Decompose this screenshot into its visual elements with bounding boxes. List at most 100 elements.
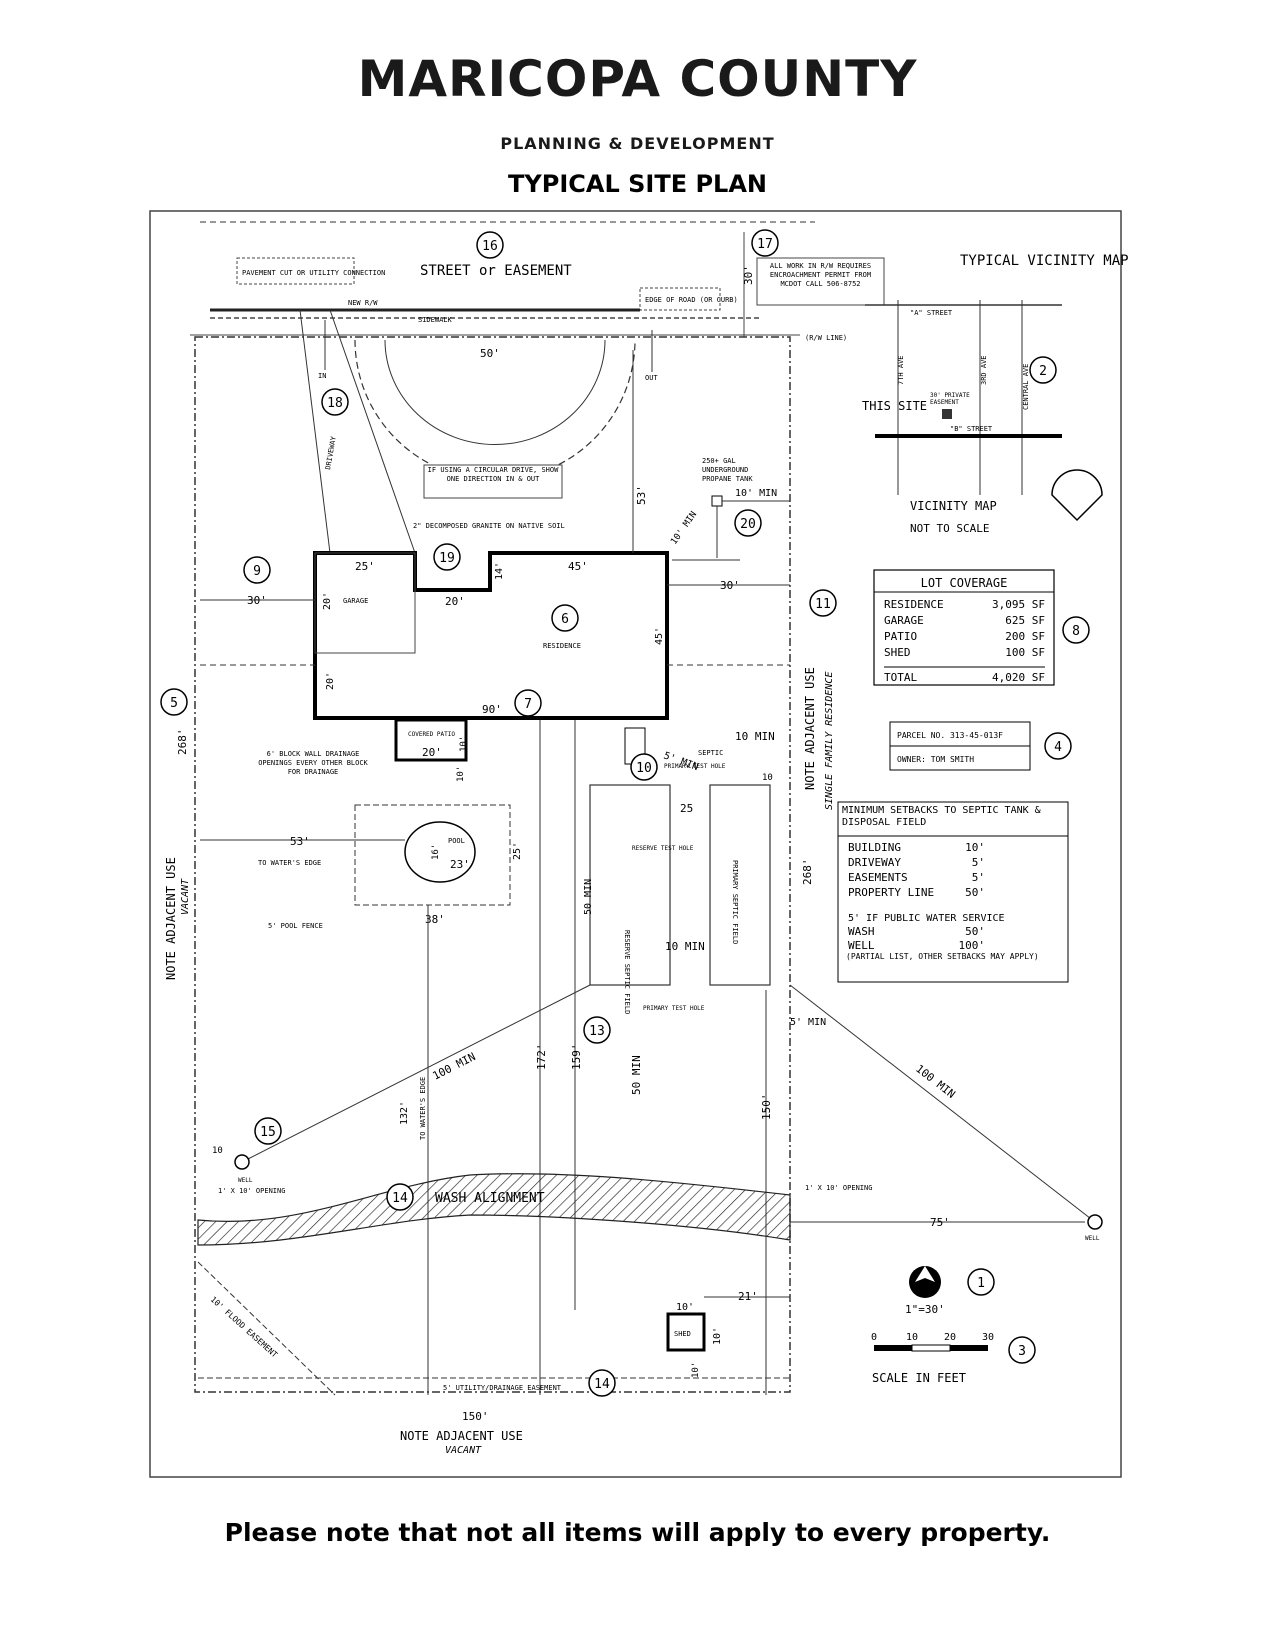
dim-20-garage: 20' xyxy=(322,592,333,610)
scale-segment-3 xyxy=(950,1345,988,1351)
dim-20-left: 20' xyxy=(325,672,336,690)
adjacent-use-left-value: VACANT xyxy=(180,878,191,915)
residence-footprint xyxy=(313,551,669,720)
dim-10-shed-top: 10' xyxy=(676,1302,694,1313)
dim-10min-tank-side: 10' MIN xyxy=(669,510,699,547)
callout-16 xyxy=(476,231,504,259)
dim-30-left: 30' xyxy=(247,594,267,607)
dim-50min-b: 50 MIN xyxy=(630,1055,643,1095)
dim-159: 159' xyxy=(570,1044,583,1071)
scale-tick-label: 20 xyxy=(944,1332,956,1343)
dim-45: 45' xyxy=(568,560,588,573)
propane-tank-text: 250+ GAL UNDERGROUND PROPANE TANK xyxy=(702,457,753,483)
dim-30-right: 30' xyxy=(720,579,740,592)
setback-row-label: WASH xyxy=(848,925,875,938)
dim-5min-b: 5' MIN xyxy=(790,1017,826,1028)
wash-alignment-label: WASH ALIGNMENT xyxy=(435,1191,545,1206)
edge-of-road-text: EDGE OF ROAD (OR CURB) xyxy=(645,296,738,304)
dim-38: 38' xyxy=(425,913,445,926)
to-waters-edge-vertical: TO WATER'S EDGE xyxy=(419,1077,427,1140)
logo-subtitle: PLANNING & DEVELOPMENT xyxy=(500,134,775,153)
north-arrow-symbol xyxy=(909,1266,941,1298)
callout-18-label: 18 xyxy=(327,396,343,411)
dim-25-septic: 25 xyxy=(680,802,693,815)
dim-20-patio: 20' xyxy=(422,746,442,759)
dim-25-pool: 25' xyxy=(512,842,523,860)
callout-8-label: 8 xyxy=(1072,624,1080,639)
vicinity-map-not-to-scale: NOT TO SCALE xyxy=(910,522,989,535)
setbacks-public-water: 5' IF PUBLIC WATER SERVICE xyxy=(848,913,1005,924)
setback-row-label: WELL xyxy=(848,939,875,952)
setback-row-label: DRIVEWAY xyxy=(848,856,901,869)
dim-150-bottom: 150' xyxy=(462,1410,489,1423)
row-permit-note xyxy=(756,257,885,306)
dim-10-patio: 10' xyxy=(459,736,469,752)
dim-100min-left: 100 MIN xyxy=(430,1050,477,1083)
adjacent-use-right-value: SINGLE FAMILY RESIDENCE xyxy=(824,672,835,810)
callout-9-label: 9 xyxy=(253,564,261,579)
footer-note: Please note that not all items will appl… xyxy=(224,1518,1051,1547)
adjacent-use-right: NOTE ADJACENT USE xyxy=(803,667,817,790)
lot-coverage-row-value: 3,095 SF xyxy=(992,598,1045,611)
driveway-label: DRIVEWAY xyxy=(324,435,338,470)
scale-tick-label: 10 xyxy=(906,1332,918,1343)
ave-3rd-label: 3RD AVE xyxy=(980,355,988,385)
dim-20-notch: 20' xyxy=(445,595,465,608)
pavement-cut-text: PAVEMENT CUT OR UTILITY CONNECTION xyxy=(242,269,385,277)
dim-50: 50' xyxy=(480,347,500,360)
in-label: IN xyxy=(318,372,326,380)
callout-11-label: 11 xyxy=(815,597,831,612)
opening-left-label: 1' X 10' OPENING xyxy=(218,1187,285,1195)
decomposed-granite-text: 2" DECOMPOSED GRANITE ON NATIVE SOIL xyxy=(413,522,565,530)
lot-coverage-row-label: SHED xyxy=(884,646,911,659)
wash-alignment xyxy=(197,1173,791,1246)
lot-coverage-row-value: 200 SF xyxy=(1005,630,1045,643)
circular-drive-outer xyxy=(354,339,636,481)
street-label: STREET or EASEMENT xyxy=(420,263,572,279)
vicinity-map-subtitle: VICINITY MAP xyxy=(910,499,997,513)
callout-3-label: 3 xyxy=(1018,1344,1026,1359)
callout-19-label: 19 xyxy=(439,551,455,566)
this-site-label: THIS SITE xyxy=(862,399,927,413)
setback-row-value: 50' xyxy=(965,925,985,938)
setback-row-label: BUILDING xyxy=(848,841,901,854)
well-right xyxy=(1087,1214,1103,1230)
callout-16-label: 16 xyxy=(482,239,498,254)
sidewalk-text: SIDEWALK xyxy=(418,316,453,324)
setbacks-note: (PARTIAL LIST, OTHER SETBACKS MAY APPLY) xyxy=(846,952,1039,961)
setback-row-value: 10' xyxy=(965,841,985,854)
flood-easement-label: 10' FLOOD EASEMENT xyxy=(209,1295,280,1360)
primary-test-hole-bottom: PRIMARY TEST HOLE xyxy=(643,1005,705,1012)
row-permit-text: ALL WORK IN R/W REQUIRES ENCROACHMENT PE… xyxy=(769,262,872,288)
ave-7th-label: 7TH AVE xyxy=(897,355,905,385)
callout-17-label: 17 xyxy=(757,237,773,252)
street-b-label: "B" STREET xyxy=(950,425,993,433)
adjacent-use-bottom-value: VACANT xyxy=(445,1445,482,1456)
dim-10min-fields: 10 MIN xyxy=(665,940,705,953)
vicinity-map-title: TYPICAL VICINITY MAP xyxy=(960,253,1129,269)
callout-6-label: 6 xyxy=(561,612,569,627)
dim-10-shed-bottom: 10' xyxy=(691,1362,701,1378)
callout-15 xyxy=(386,1183,414,1211)
block-wall-note: 6' BLOCK WALL DRAINAGE OPENINGS EVERY OT… xyxy=(258,750,368,776)
pool-fence-label: 5' POOL FENCE xyxy=(268,922,323,930)
scale-tick-label: 30 xyxy=(982,1332,994,1343)
lot-coverage-row-value: 100 SF xyxy=(1005,646,1045,659)
residence-label: RESIDENCE xyxy=(543,642,581,650)
garage xyxy=(314,552,416,654)
dim-23-pool: 23' xyxy=(450,858,470,871)
street-a-label: "A" STREET xyxy=(910,309,953,317)
scale-ratio: 1"=30' xyxy=(905,1303,945,1316)
dim-10-shed-side: 10' xyxy=(712,1327,723,1345)
dim-25-garage: 25' xyxy=(355,560,375,573)
callout-11 xyxy=(809,589,837,617)
adjacent-use-bottom: NOTE ADJACENT USE xyxy=(400,1429,523,1443)
dim-268-left: 268' xyxy=(176,729,189,756)
callout-8 xyxy=(1062,616,1090,644)
lot-coverage-title: LOT COVERAGE xyxy=(921,576,1008,590)
callout-14-label: 14 xyxy=(594,1377,610,1392)
pool xyxy=(404,821,476,883)
dim-10-septic: 10 xyxy=(762,773,773,783)
callout-2-label: 2 xyxy=(1039,364,1047,379)
